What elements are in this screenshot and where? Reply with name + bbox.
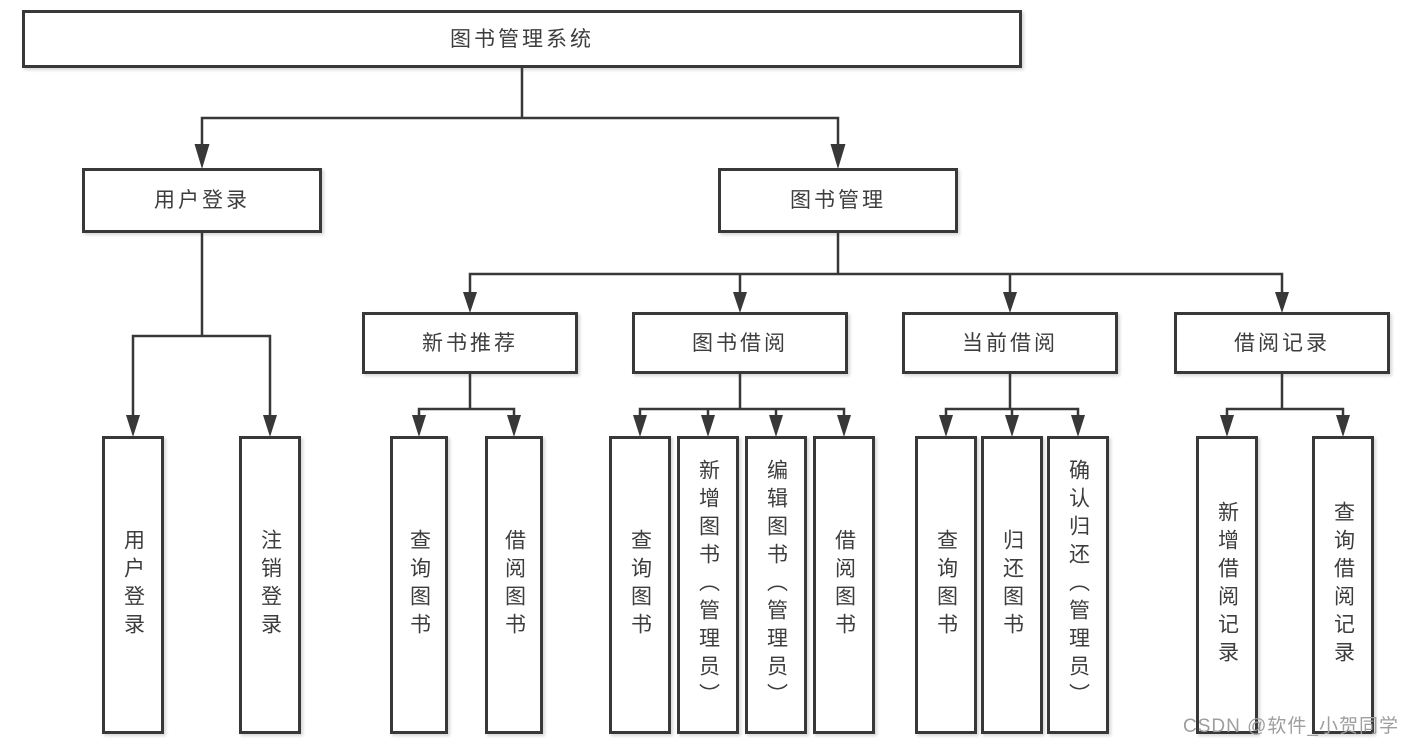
wire-user-login-branch [131, 231, 272, 420]
wire-book-management-branch [468, 231, 1284, 296]
wire-borrowing-branch [638, 372, 846, 420]
node-new-book-recommend: 新书推荐 [362, 312, 578, 374]
node-label: 借阅记录 [1234, 331, 1330, 355]
node-book-management: 图书管理 [718, 168, 958, 233]
arrowhead-icon [769, 415, 783, 437]
arrowhead-icon [733, 292, 747, 313]
node-label: 用户登录 [154, 189, 250, 212]
arrowhead-icon [507, 415, 521, 437]
node-label: 借阅图书 [502, 529, 526, 641]
node-label: 查询图书 [407, 529, 431, 641]
leaf-recommend-borrow-books: 借阅图书 [485, 436, 543, 734]
leaf-borrowing-borrow-books: 借阅图书 [813, 436, 875, 734]
node-label: 查询图书 [934, 529, 958, 641]
leaf-records-query-record: 查询借阅记录 [1312, 436, 1374, 734]
leaf-logout: 注销登录 [239, 436, 301, 734]
arrowhead-icon [939, 415, 953, 437]
node-label: 图书借阅 [692, 331, 788, 355]
arrowhead-icon [1005, 415, 1019, 437]
node-borrowing-records: 借阅记录 [1174, 312, 1390, 374]
wire-recommend-branch [417, 372, 516, 420]
node-label: 注销登录 [258, 529, 282, 641]
leaf-borrowing-add-books-admin: 新增图书（管理员） [677, 436, 739, 734]
leaf-borrowing-query-books: 查询图书 [609, 436, 671, 734]
node-label: 查询借阅记录 [1331, 501, 1355, 669]
leaf-records-add-record: 新增借阅记录 [1196, 436, 1258, 734]
node-label: 查询图书 [628, 529, 652, 641]
node-book-borrowing: 图书借阅 [632, 312, 848, 374]
arrowhead-icon [1003, 292, 1017, 313]
arrowhead-icon [701, 415, 715, 437]
node-label: 图书管理 [790, 189, 886, 212]
leaf-current-confirm-return-admin: 确认归还（管理员） [1047, 436, 1109, 734]
arrowhead-icon [126, 415, 140, 437]
leaf-borrowing-edit-books-admin: 编辑图书（管理员） [745, 436, 807, 734]
arrowhead-icon [1336, 415, 1350, 437]
node-label: 编辑图书（管理员） [764, 459, 788, 711]
node-system-root: 图书管理系统 [22, 10, 1022, 68]
leaf-recommend-query-books: 查询图书 [390, 436, 448, 734]
arrowhead-icon [633, 415, 647, 437]
node-label: 图书管理系统 [450, 27, 594, 51]
arrowhead-icon [1071, 415, 1085, 437]
arrowhead-icon [1220, 415, 1234, 437]
arrowhead-icon [463, 292, 477, 313]
wire-current-branch [944, 372, 1080, 420]
arrowhead-icon [837, 415, 851, 437]
leaf-current-query-books: 查询图书 [915, 436, 977, 734]
node-label: 新增图书（管理员） [696, 459, 720, 711]
node-label: 用户登录 [121, 529, 145, 641]
node-label: 归还图书 [1000, 529, 1024, 641]
wire-root-to-level2 [200, 66, 840, 150]
arrowhead-icon [830, 144, 846, 169]
arrowhead-icon [412, 415, 426, 437]
arrowhead-icon [1275, 292, 1289, 313]
node-label: 确认归还（管理员） [1066, 459, 1090, 711]
arrowhead-icon [194, 144, 210, 169]
csdn-watermark: CSDN @软件_小贺同学 [1183, 716, 1399, 737]
node-current-borrowing: 当前借阅 [902, 312, 1118, 374]
node-label: 借阅图书 [832, 529, 856, 641]
leaf-user-login: 用户登录 [102, 436, 164, 734]
node-label: 新增借阅记录 [1215, 501, 1239, 669]
node-label: 当前借阅 [962, 331, 1058, 355]
node-label: 新书推荐 [422, 331, 518, 355]
node-user-login: 用户登录 [82, 168, 322, 233]
leaf-current-return-books: 归还图书 [981, 436, 1043, 734]
wire-records-branch [1225, 372, 1345, 420]
arrowhead-icon [263, 415, 277, 437]
